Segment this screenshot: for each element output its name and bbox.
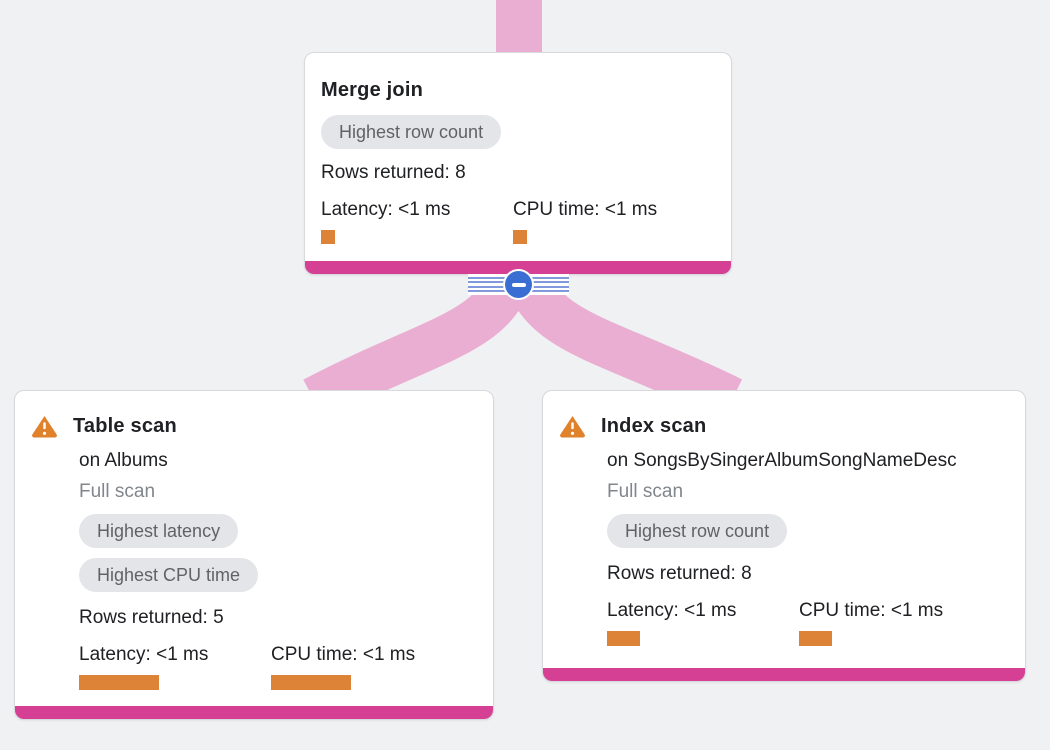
minus-icon <box>505 271 532 298</box>
cpu-time-label: CPU time: <1 ms <box>799 600 944 621</box>
cpu-time-label: CPU time: <1 ms <box>513 199 658 220</box>
node-card-table-scan[interactable]: Table scan on Albums Full scan Highest l… <box>14 390 494 720</box>
status-badge: Highest row count <box>321 115 502 149</box>
latency-label: Latency: <1 ms <box>79 644 209 665</box>
rows-returned-text: Rows returned: 5 <box>79 607 224 628</box>
node-target-text: on Albums <box>79 450 168 471</box>
node-title: Merge join <box>321 79 424 101</box>
node-title: Table scan <box>73 415 177 437</box>
node-card-index-scan[interactable]: Index scan on SongsBySingerAlbumSongName… <box>542 390 1026 682</box>
node-card-merge-join[interactable]: Merge join Highest row count Rows return… <box>304 52 732 275</box>
latency-bar <box>79 675 159 690</box>
latency-label: Latency: <1 ms <box>607 600 737 621</box>
cpu-time-bar <box>271 675 351 690</box>
card-footer-bar <box>305 261 731 274</box>
node-title: Index scan <box>601 415 707 437</box>
collapse-button[interactable] <box>503 269 534 300</box>
card-footer-bar <box>543 668 1025 681</box>
status-badge: Highest row count <box>607 514 788 548</box>
status-badge: Highest CPU time <box>79 558 259 592</box>
cpu-time-bar <box>513 230 527 244</box>
warning-icon <box>32 415 57 438</box>
card-footer-bar <box>15 706 493 719</box>
cpu-time-bar <box>799 631 832 646</box>
scan-mode-text: Full scan <box>607 481 684 502</box>
rows-returned-text: Rows returned: 8 <box>607 563 752 584</box>
latency-bar <box>607 631 640 646</box>
node-target-text: on SongsBySingerAlbumSongNameDesc <box>607 450 957 471</box>
cpu-time-label: CPU time: <1 ms <box>271 644 416 665</box>
status-badge: Highest latency <box>79 514 239 548</box>
warning-icon <box>560 415 585 438</box>
latency-label: Latency: <1 ms <box>321 199 451 220</box>
latency-bar <box>321 230 335 244</box>
scan-mode-text: Full scan <box>79 481 156 502</box>
edge-parent-top <box>496 0 542 58</box>
rows-returned-text: Rows returned: 8 <box>321 162 466 183</box>
